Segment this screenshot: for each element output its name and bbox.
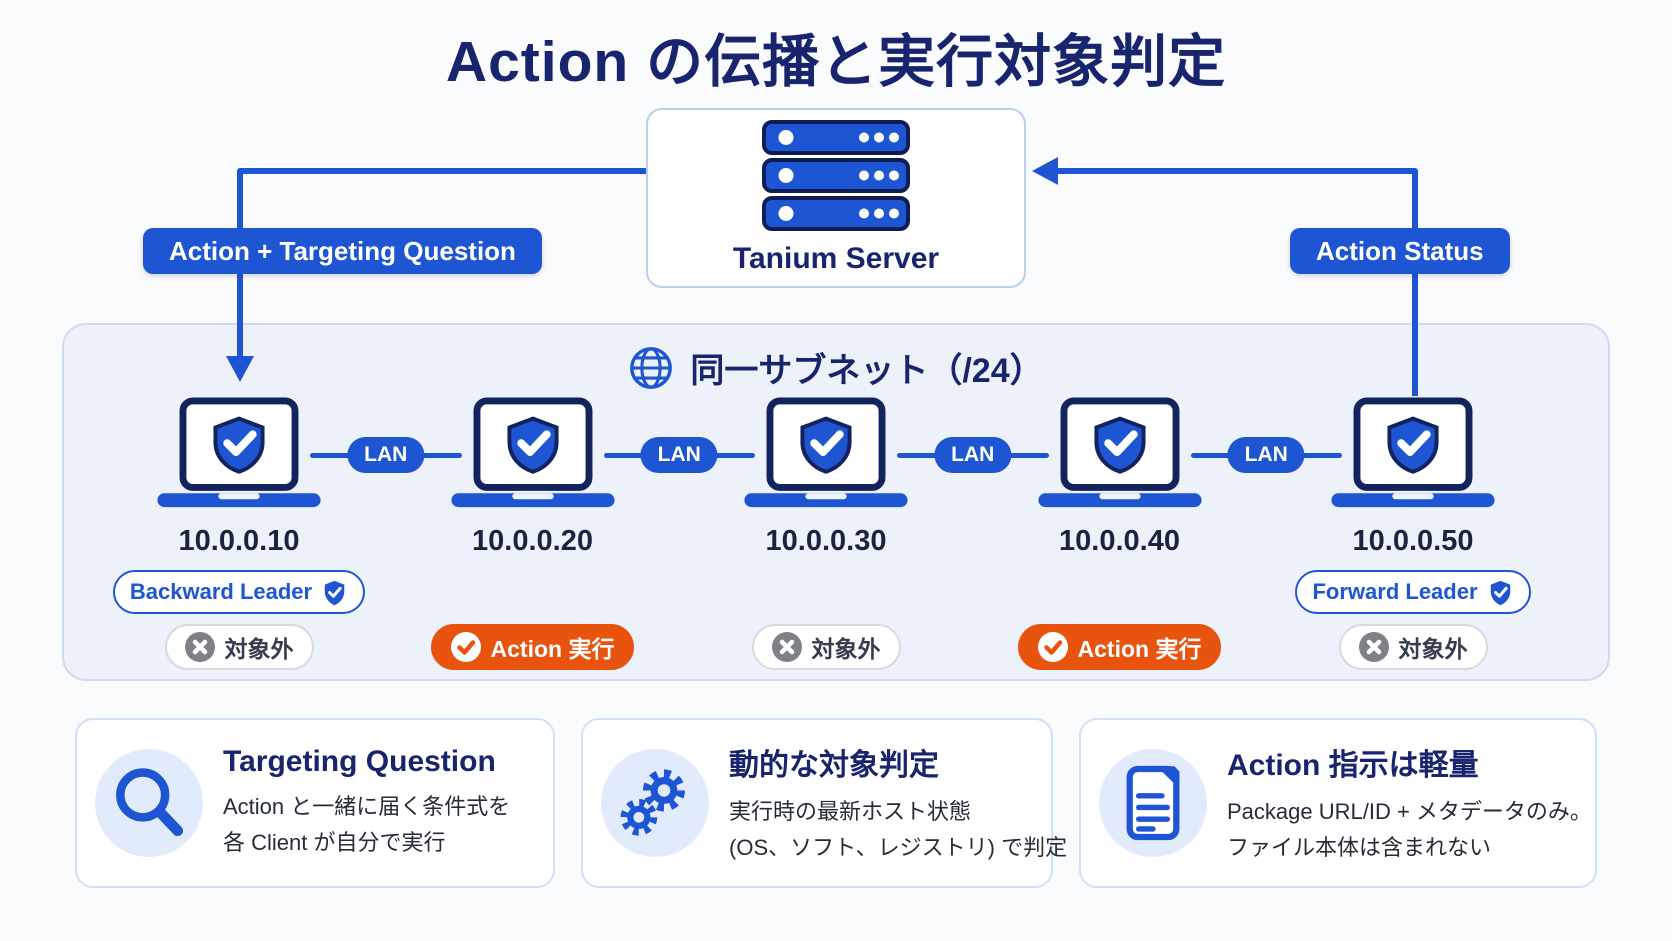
server-stack-icon (762, 120, 910, 231)
card-line: 各 Client が自分で実行 (223, 830, 446, 855)
lan-link-2: LAN (603, 437, 755, 473)
magnifier-icon (116, 768, 184, 837)
tanium-server-box: Tanium Server (646, 108, 1026, 288)
lan-pill: LAN (347, 437, 425, 473)
client-node-3: 10.0.0.30 対象外 (721, 397, 931, 670)
laptop-shield-icon (744, 397, 908, 508)
card-line: (OS、ソフト、レジストリ) で判定 (729, 835, 1068, 860)
status-badge: Action 実行 (1017, 624, 1222, 670)
lan-pill: LAN (640, 437, 718, 473)
card-title: Action 指示は軽量 (1227, 749, 1479, 783)
globe-icon (630, 346, 673, 389)
subnet-title: 同一サブネット（/24） (690, 352, 1044, 390)
clients-row: 10.0.0.10 Backward Leader 対象外 (64, 397, 1608, 670)
card-line: Action と一緒に届く条件式を (223, 794, 511, 820)
status-badge: 対象外 (164, 624, 314, 670)
check-circle-icon (450, 632, 481, 662)
client-ip: 10.0.0.50 (1352, 525, 1474, 557)
server-label: Tanium Server (732, 242, 940, 275)
lan-pill: LAN (934, 437, 1012, 473)
gears-icon (620, 769, 686, 836)
document-icon (1126, 765, 1180, 841)
leader-badge: Backward Leader (112, 570, 366, 614)
action-targeting-question-badge: Action + Targeting Question (143, 228, 542, 274)
leader-label: Backward Leader (129, 579, 313, 604)
shield-check-icon (324, 580, 345, 605)
client-ip: 10.0.0.30 (765, 525, 887, 557)
client-ip: 10.0.0.40 (1059, 525, 1180, 557)
x-circle-icon (184, 632, 215, 662)
info-cards: Targeting Question Action と一緒に届く条件式を 各 C… (75, 718, 1597, 888)
laptop-shield-icon (157, 397, 321, 508)
card-line: Package URL/ID + メタデータのみ。 (1227, 799, 1592, 825)
status-label: Action 実行 (1077, 636, 1202, 662)
page-title: Action の伝播と実行対象判定 (445, 30, 1227, 94)
leader-label: Forward Leader (1312, 579, 1478, 604)
status-label: 対象外 (811, 636, 881, 662)
status-badge: 対象外 (1338, 624, 1488, 670)
laptop-shield-icon (1037, 397, 1202, 508)
client-ip: 10.0.0.20 (472, 525, 593, 557)
card-line: 実行時の最新ホスト状態 (729, 799, 972, 825)
lan-link-4: LAN (1190, 437, 1342, 473)
check-circle-icon (1037, 632, 1068, 662)
action-status-badge: Action Status (1290, 228, 1510, 274)
subnet-header: 同一サブネット（/24） (64, 343, 1608, 392)
x-circle-icon (1358, 632, 1389, 662)
card-lightweight-action: Action 指示は軽量 Package URL/ID + メタデータのみ。 フ… (1079, 718, 1597, 888)
client-node-5: 10.0.0.50 Forward Leader 対象外 (1295, 397, 1531, 670)
shield-check-icon (1490, 580, 1510, 605)
client-node-4: 10.0.0.40 Action 実行 (1015, 397, 1225, 670)
laptop-shield-icon (1331, 397, 1495, 508)
card-title: 動的な対象判定 (729, 749, 939, 783)
client-node-1: 10.0.0.10 Backward Leader 対象外 (112, 397, 366, 670)
leader-badge: Forward Leader (1295, 570, 1531, 614)
subnet-box: 同一サブネット（/24） 10.0.0.10 Backward Leader (62, 323, 1610, 681)
arrowhead-left (1032, 157, 1058, 185)
lan-link-3: LAN (897, 437, 1049, 473)
lan-link-1: LAN (310, 437, 462, 473)
card-targeting-question: Targeting Question Action と一緒に届く条件式を 各 C… (75, 718, 555, 888)
status-label: 対象外 (1398, 636, 1468, 662)
status-label: Action 実行 (490, 636, 615, 662)
client-node-2: 10.0.0.20 Action 実行 (428, 397, 638, 670)
status-badge: Action 実行 (430, 624, 635, 670)
laptop-shield-icon (450, 397, 615, 508)
lan-pill: LAN (1227, 437, 1305, 473)
card-title: Targeting Question (223, 745, 496, 779)
card-dynamic-targeting: 動的な対象判定 実行時の最新ホスト状態 (OS、ソフト、レジストリ) で判定 (581, 718, 1067, 888)
client-ip: 10.0.0.10 (178, 525, 300, 557)
x-circle-icon (771, 632, 802, 662)
status-badge: 対象外 (751, 624, 901, 670)
status-label: 対象外 (224, 636, 294, 662)
card-line: ファイル本体は含まれない (1227, 835, 1492, 860)
